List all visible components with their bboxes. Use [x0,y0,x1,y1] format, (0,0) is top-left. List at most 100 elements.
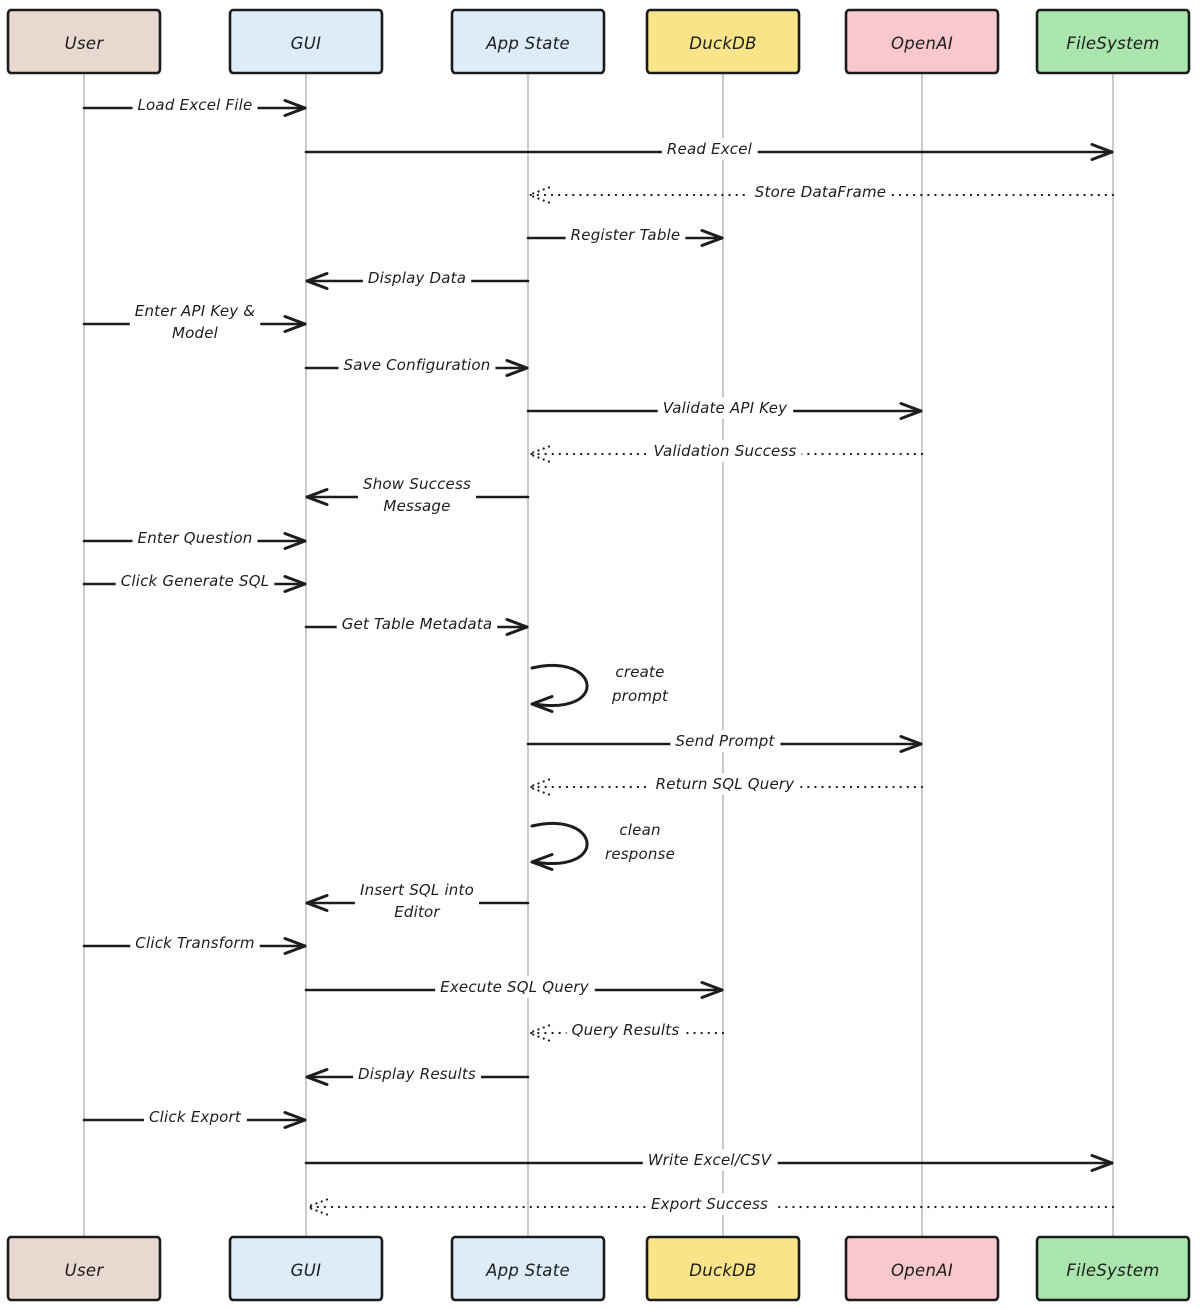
message-label: Load Excel File [138,96,253,114]
message-click-transform: Click Transform [82,932,307,955]
message-label-bg [645,1193,774,1215]
message-arrowhead [283,944,307,955]
message-arrowhead [1090,150,1114,161]
message-enter-api-key-model: Enter API Key &Model [82,300,307,344]
actor-appstate-top: App State [450,8,606,75]
message-arrowhead [283,322,307,333]
actor-user-top: User [6,8,162,75]
actor-filesystem-bottom: FileSystem [1035,1235,1191,1302]
message-arrowhead [305,901,329,912]
actor-label: App State [485,34,570,53]
message-arrowhead [527,1031,551,1042]
message-arrowhead [283,315,307,326]
message-label: Get Table Metadata [342,615,493,633]
message-label-bg [130,932,260,954]
message-label: Query Results [572,1021,680,1039]
actor-duckdb-top: DuckDB [645,8,801,75]
message-arrowhead [527,1024,551,1035]
message-arrowhead [305,279,329,290]
message-execute-sql-query: Execute SQL Query [304,976,724,999]
message-label-bg [143,1106,247,1128]
actor-filesystem-top: FileSystem [1035,8,1191,75]
message-arrowhead [527,186,551,197]
message-arrowhead [530,702,554,713]
message-label: Write Excel/CSV [648,1151,773,1169]
actor-label: DuckDB [689,34,757,53]
actor-gui-bottom: GUI [228,1235,384,1302]
message-arrowhead [700,988,724,999]
message-validate-api-key: Validate API Key [526,397,923,420]
message-arrowhead [1090,1161,1114,1172]
actor-box [645,8,801,75]
message-arrowhead [530,695,554,706]
message-export-success: Export Success [305,1193,1115,1216]
message-label-bg [362,267,472,289]
message-label-bg [129,300,261,344]
message-label-bg [566,1019,685,1041]
actor-box [228,8,384,75]
message-label-bg [357,473,477,517]
message-arrowhead [530,853,554,864]
message-get-table-metadata: Get Table Metadata [304,613,529,636]
message-arrowhead [283,1118,307,1129]
message-label: Validate API Key [663,399,788,417]
message-store-dataframe: Store DataFrame [527,181,1115,204]
message-arrowhead [527,452,551,463]
message-return-sql-query: Return SQL Query [527,773,924,796]
message-arrowhead [899,409,923,420]
message-arrowhead [283,1111,307,1122]
message-arrowhead [305,488,329,499]
message-validation-success: Validation Success [527,440,924,463]
message-label: clean [619,821,660,839]
self-loop-line [530,663,589,707]
message-arrowhead [899,742,923,753]
actor-appstate-bottom: App State [450,1235,606,1302]
message-label-bg [115,570,275,592]
message-arrowhead [899,735,923,746]
message-arrowhead [527,778,551,789]
message-arrowhead [899,402,923,413]
actor-openai-top: OpenAI [844,8,1000,75]
message-label-bg [355,879,479,923]
message-label: Read Excel [667,140,753,158]
message-label: Click Export [149,1108,242,1126]
message-label: Click Generate SQL [121,572,270,590]
message-query-results: Query Results [527,1019,725,1042]
message-label: Show Success [363,475,471,493]
message-label-bg [565,224,686,246]
message-label-bg [132,94,258,116]
message-label: Display Results [358,1065,476,1083]
actor-box [6,8,162,75]
message-arrowhead [305,272,329,283]
message-label: Enter Question [138,529,253,547]
message-load-excel-file: Load Excel File [82,94,307,117]
actor-box [645,1235,801,1302]
message-register-table: Register Table [526,224,724,247]
message-arrowhead [527,193,551,204]
message-arrowhead [283,106,307,117]
actor-label: App State [485,1261,570,1280]
actor-openai-bottom: OpenAI [844,1235,1000,1302]
message-label: Editor [394,903,440,921]
message-label-bg [353,1063,481,1085]
message-arrowhead [283,582,307,593]
message-label: Insert SQL into [360,881,474,899]
message-arrowhead [283,539,307,550]
actor-user-bottom: User [6,1235,162,1302]
message-display-data: Display Data [305,267,530,290]
message-label-bg [661,138,758,160]
message-click-generate-sql: Click Generate SQL [82,570,307,593]
message-label-bg [336,613,498,635]
actor-label: FileSystem [1066,34,1159,53]
message-arrowhead [283,99,307,110]
actor-box [450,1235,606,1302]
message-label: Validation Success [653,442,796,460]
message-arrowhead [700,981,724,992]
message-arrowhead [700,229,724,240]
message-label-bg [338,354,496,376]
message-label: Message [383,497,450,515]
